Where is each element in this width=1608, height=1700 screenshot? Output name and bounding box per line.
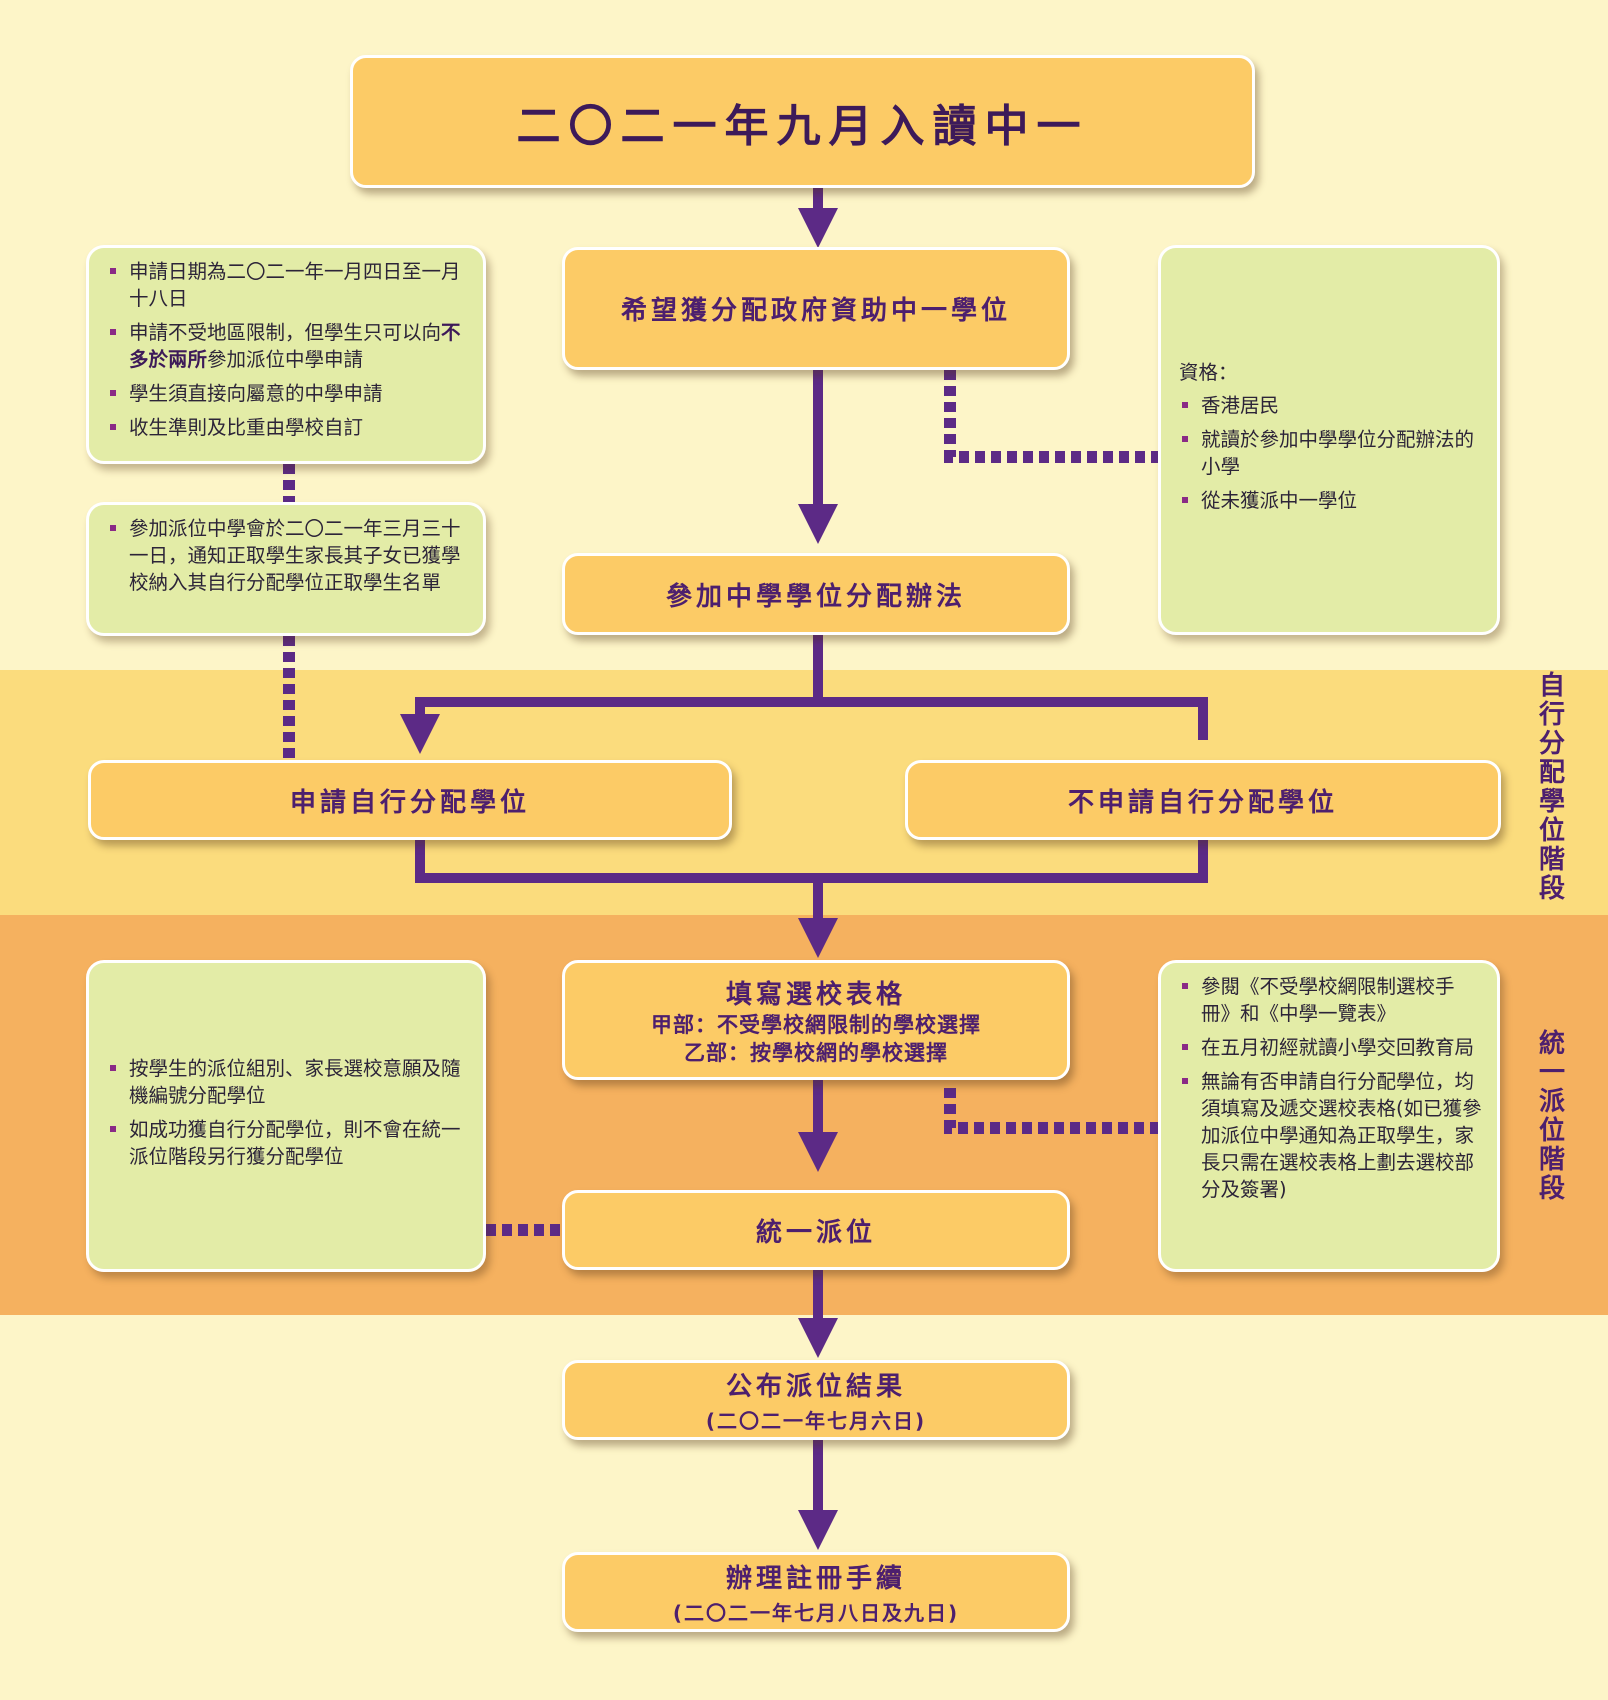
registration-date: (二〇二一年七月八日及九日) [672,1601,960,1625]
central-allocation-label: 統一派位 [755,1217,876,1248]
notification-note-item: 參加派位中學會於二〇二一年三月三十一日，通知正取學生家長其子女已獲學校納入其自行… [107,515,469,596]
apply-dp-box: 申請自行分配學位 [88,760,732,840]
application-notes: 申請日期為二〇二一年一月四日至一月十八日 申請不受地區限制，但學生只可以向不多於… [86,245,486,464]
central-allocation-box: 統一派位 [562,1190,1070,1270]
application-restriction-item: 申請不受地區限制，但學生只可以向不多於兩所參加派位中學申請 [107,319,469,373]
split-line-right [818,697,1208,740]
form-note-item: 在五月初經就讀小學交回教育局 [1179,1034,1483,1061]
form-notes: 參閱《不受學校網限制選校手冊》和《中學一覽表》 在五月初經就讀小學交回教育局 無… [1158,960,1500,1272]
form-note-item: 參閱《不受學校網限制選校手冊》和《中學一覽表》 [1179,973,1483,1027]
merge-line [415,838,1208,883]
not-apply-dp-label: 不申請自行分配學位 [1067,787,1338,818]
registration-title: 辦理註冊手續 [725,1564,906,1594]
split-line [400,635,823,755]
results-date: (二〇二一年七月六日) [705,1409,927,1433]
notification-note: 參加派位中學會於二〇二一年三月三十一日，通知正取學生家長其子女已獲學校納入其自行… [86,502,486,636]
fill-form-title: 填寫選校表格 [725,979,906,1010]
eligibility-item: 就讀於參加中學學位分配辦法的小學 [1179,426,1483,480]
eligibility-item: 從未獲派中一學位 [1179,487,1483,514]
application-note-item: 申請日期為二〇二一年一月四日至一月十八日 [107,258,469,312]
restriction-text-after: 參加派位中學申請 [207,348,364,371]
fill-form-part-b: 乙部：按學校網的學校選擇 [684,1040,948,1065]
fill-form-part-a: 甲部：不受學校網限制的學校選擇 [651,1012,981,1037]
central-allocation-stage-label: 統一派位階段 [1538,1029,1565,1204]
central-rules-note: 按學生的派位組別、家長選校意願及隨機編號分配學位 如成功獲自行分配學位，則不會在… [86,960,486,1272]
page-title: 二〇二一年九月入讀中一 [516,100,1089,152]
eligibility-item: 香港居民 [1179,392,1483,419]
application-note-item: 收生準則及比重由學校自訂 [107,414,469,441]
apply-dp-label: 申請自行分配學位 [289,787,530,818]
restriction-emphasis: 不多於兩所 [129,321,461,371]
application-note-item: 學生須直接向屬意的中學申請 [107,380,469,407]
results-box: 公布派位結果 (二〇二一年七月六日) [562,1360,1070,1440]
eligibility-heading: 資格： [1179,361,1238,384]
dotted-link-eligibility [944,370,1158,463]
aspire-label: 希望獲分配政府資助中一學位 [620,296,1011,326]
join-system-label: 參加中學學位分配辦法 [665,581,966,612]
join-system-box: 參加中學學位分配辦法 [562,553,1070,635]
form-note-item: 無論有否申請自行分配學位，均須填寫及遞交選校表格(如已獲參加派位中學通知為正取學… [1179,1068,1483,1203]
dotted-link-form-notes [944,1088,1158,1134]
eligibility-note: 資格： 香港居民 就讀於參加中學學位分配辦法的小學 從未獲派中一學位 [1158,245,1500,635]
registration-box: 辦理註冊手續 (二〇二一年七月八日及九日) [562,1552,1070,1632]
central-rule-item: 按學生的派位組別、家長選校意願及隨機編號分配學位 [107,1055,469,1109]
aspire-box: 希望獲分配政府資助中一學位 [562,247,1070,370]
self-allocation-stage-label: 自行分配學位階段 [1538,671,1565,904]
restriction-text-before: 申請不受地區限制，但學生只可以向 [129,321,442,344]
central-rule-item: 如成功獲自行分配學位，則不會在統一派位階段另行獲分配學位 [107,1116,469,1170]
not-apply-dp-box: 不申請自行分配學位 [905,760,1501,840]
title-box: 二〇二一年九月入讀中一 [350,55,1255,188]
fill-form-box: 填寫選校表格 甲部：不受學校網限制的學校選擇 乙部：按學校網的學校選擇 [562,960,1070,1080]
results-title: 公布派位結果 [725,1372,906,1402]
